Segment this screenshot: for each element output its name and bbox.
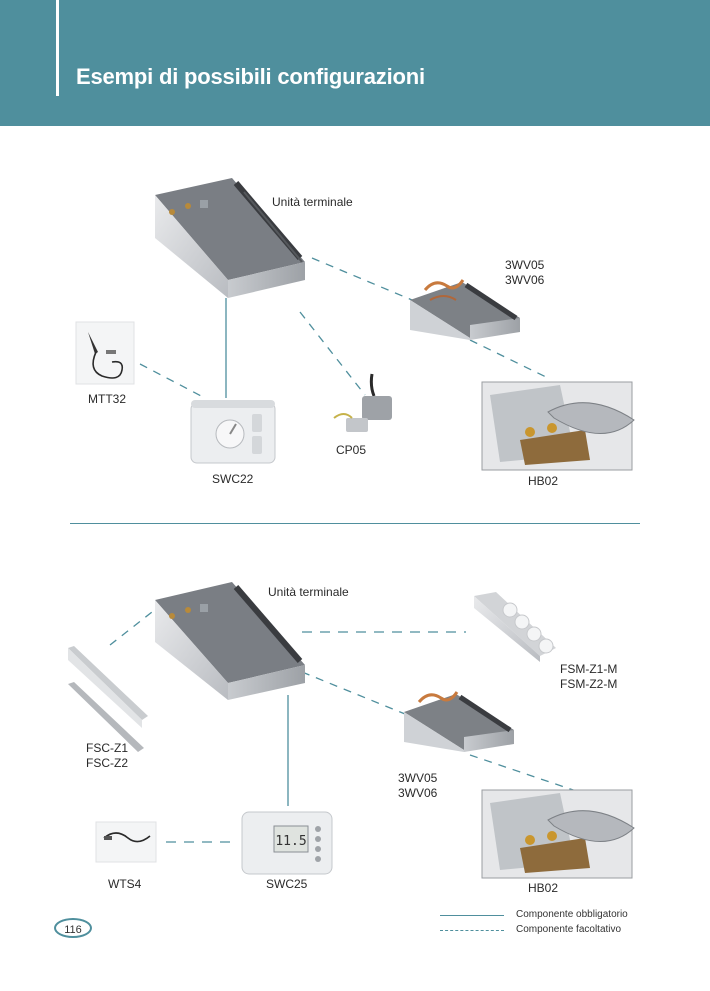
page-title: Esempi di possibili configurazioni xyxy=(76,64,425,89)
legend-solid-line xyxy=(440,915,504,916)
terminal-unit-image xyxy=(155,582,305,700)
mtt32-image xyxy=(75,321,135,385)
terminal-unit-image xyxy=(155,178,305,298)
hb02-label: HB02 xyxy=(528,881,559,895)
valve-label: 3WV05 3WV06 xyxy=(505,258,545,287)
swc25-label: SWC25 xyxy=(266,877,308,891)
hb02-label: HB02 xyxy=(528,474,559,488)
legend-dashed-line xyxy=(440,930,504,931)
swc22-label: SWC22 xyxy=(212,472,254,486)
header-accent-bar xyxy=(56,0,59,96)
page-header: Esempi di possibili configurazioni xyxy=(0,0,710,126)
optional-link-mtt32-swc22 xyxy=(139,363,206,399)
optional-link-valve-hb02 xyxy=(469,754,589,796)
hb02-image xyxy=(481,381,635,471)
optional-link-unit-valve xyxy=(311,257,413,301)
cp05-label: CP05 xyxy=(336,443,367,457)
cp05-image xyxy=(333,373,392,432)
wts4-label: WTS4 xyxy=(108,877,142,891)
page-number: 116 xyxy=(54,918,92,938)
fsc-image xyxy=(68,646,148,752)
unit-label: Unità terminale xyxy=(272,195,353,209)
section-divider xyxy=(70,523,640,524)
hb02-image xyxy=(481,789,635,879)
legend-optional-text: Componente facoltativo xyxy=(516,924,622,935)
fsm-image xyxy=(474,592,556,662)
config1-links xyxy=(139,257,549,399)
fsc-label: FSC-Z1 FSC-Z2 xyxy=(86,741,128,770)
valve-unit-image xyxy=(410,279,520,340)
swc22-image xyxy=(190,400,276,464)
legend-mandatory-text: Componente obbligatorio xyxy=(516,909,628,920)
optional-link-unit-cp05 xyxy=(299,311,366,396)
valve-label: 3WV05 3WV06 xyxy=(398,771,438,800)
optional-link-unit-valve xyxy=(301,671,406,715)
valve-unit-image xyxy=(404,691,514,752)
config2-links xyxy=(109,611,589,843)
optional-link-fsc-unit xyxy=(109,611,153,646)
fsm-label: FSM-Z1-M FSM-Z2-M xyxy=(560,662,618,691)
swc25-image: 11.5 xyxy=(241,811,333,875)
optional-link-valve-hb02 xyxy=(469,339,549,379)
mtt32-label: MTT32 xyxy=(88,392,127,406)
unit-label: Unità terminale xyxy=(268,585,349,599)
swc25-display-value: 11.5 xyxy=(275,834,306,849)
wts4-image xyxy=(95,821,157,863)
